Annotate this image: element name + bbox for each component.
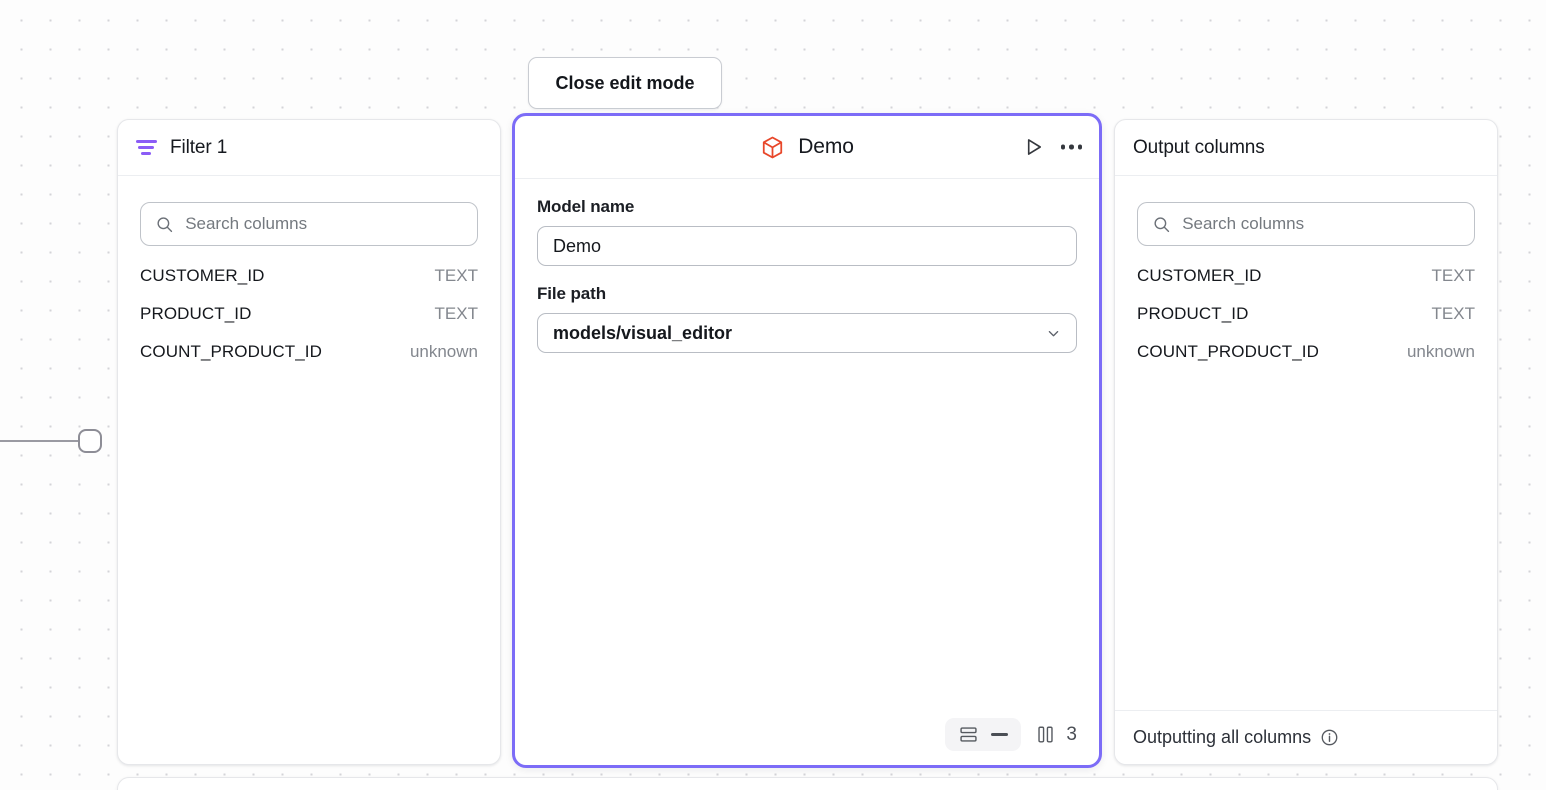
table-row[interactable]: COUNT_PRODUCT_ID unknown — [140, 342, 478, 380]
model-name-input[interactable] — [537, 226, 1077, 266]
filter-search-box[interactable] — [140, 202, 478, 246]
table-row[interactable]: COUNT_PRODUCT_ID unknown — [1137, 342, 1475, 380]
column-name: COUNT_PRODUCT_ID — [1137, 342, 1319, 362]
column-type: TEXT — [1432, 304, 1475, 324]
edge-connection-handle[interactable] — [78, 429, 102, 453]
file-path-select[interactable]: models/visual_editor — [537, 313, 1077, 353]
column-type: TEXT — [1432, 266, 1475, 286]
demo-panel-header: Demo — [515, 116, 1099, 179]
file-path-value: models/visual_editor — [553, 323, 732, 344]
output-panel-title: Output columns — [1133, 137, 1265, 159]
column-count-value: 3 — [1066, 724, 1077, 746]
column-name: CUSTOMER_ID — [140, 266, 265, 286]
columns-icon — [1035, 724, 1056, 745]
search-icon — [156, 215, 173, 234]
output-columns-panel[interactable]: Output columns CUSTOMER_ID TEXT PRODUCT_… — [1114, 119, 1498, 765]
file-path-label: File path — [537, 284, 1077, 304]
demo-title-group: Demo — [760, 135, 854, 160]
demo-panel-title: Demo — [798, 135, 854, 159]
more-options-button[interactable] — [1061, 136, 1083, 158]
cube-icon — [760, 135, 785, 160]
column-name: COUNT_PRODUCT_ID — [140, 342, 322, 362]
incoming-edge — [0, 440, 80, 442]
column-type: TEXT — [435, 304, 478, 324]
row-count-chip[interactable] — [945, 718, 1021, 751]
search-icon — [1153, 215, 1170, 234]
filter-column-list: CUSTOMER_ID TEXT PRODUCT_ID TEXT COUNT_P… — [140, 266, 478, 380]
output-column-list: CUSTOMER_ID TEXT PRODUCT_ID TEXT COUNT_P… — [1137, 266, 1475, 380]
close-edit-mode-button[interactable]: Close edit mode — [528, 57, 722, 109]
model-name-label: Model name — [537, 197, 1077, 217]
row-count-value — [991, 733, 1008, 735]
column-type: unknown — [410, 342, 478, 362]
chevron-down-icon — [1046, 326, 1061, 341]
output-search-box[interactable] — [1137, 202, 1475, 246]
column-name: CUSTOMER_ID — [1137, 266, 1262, 286]
column-name: PRODUCT_ID — [1137, 304, 1249, 324]
run-button[interactable] — [1022, 136, 1045, 159]
table-row[interactable]: CUSTOMER_ID TEXT — [1137, 266, 1475, 304]
column-name: PRODUCT_ID — [140, 304, 252, 324]
table-row[interactable]: PRODUCT_ID TEXT — [140, 304, 478, 342]
filter-panel-title: Filter 1 — [170, 137, 227, 159]
field-spacer — [537, 266, 1077, 284]
output-panel-footer: Outputting all columns — [1115, 710, 1497, 764]
filter-node-panel[interactable]: Filter 1 CUSTOMER_ID TEXT PRODUCT_ID TEX… — [117, 119, 501, 765]
column-type: TEXT — [435, 266, 478, 286]
demo-model-panel[interactable]: Demo Model name File path — [512, 113, 1102, 768]
next-node-panel-partial[interactable] — [117, 777, 1498, 790]
output-search-input[interactable] — [1182, 214, 1459, 234]
info-icon[interactable] — [1320, 728, 1339, 747]
filter-search-input[interactable] — [185, 214, 462, 234]
demo-header-actions — [1022, 136, 1083, 159]
demo-footer-toolbar: 3 — [945, 718, 1081, 751]
output-panel-header: Output columns — [1115, 120, 1497, 176]
outputting-all-columns-text: Outputting all columns — [1133, 727, 1311, 748]
column-count-group[interactable]: 3 — [1035, 724, 1081, 746]
filter-icon — [136, 140, 157, 155]
rows-icon — [958, 724, 979, 745]
table-row[interactable]: PRODUCT_ID TEXT — [1137, 304, 1475, 342]
ellipsis-icon — [1061, 136, 1083, 158]
filter-panel-header: Filter 1 — [118, 120, 500, 176]
column-type: unknown — [1407, 342, 1475, 362]
play-icon — [1022, 136, 1045, 159]
table-row[interactable]: CUSTOMER_ID TEXT — [140, 266, 478, 304]
demo-panel-body: Model name File path models/visual_edito… — [515, 179, 1099, 765]
